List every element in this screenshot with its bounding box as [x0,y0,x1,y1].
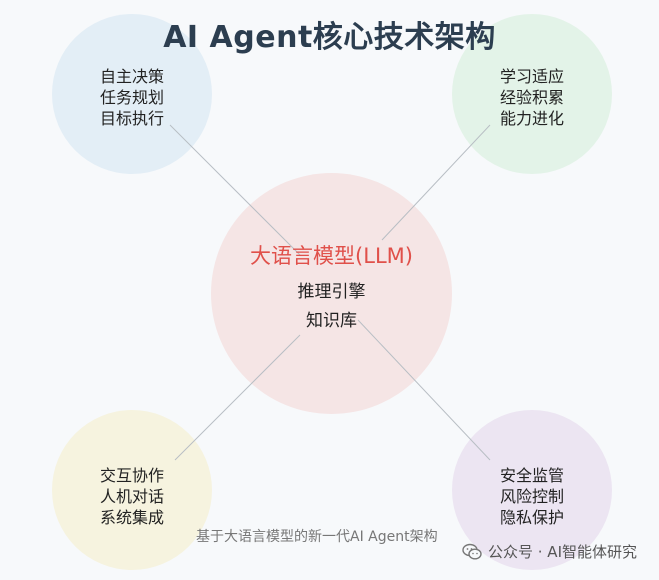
node-top-right: 学习适应 经验积累 能力进化 [452,66,612,129]
node-label: 学习适应 [499,67,564,86]
top-left-circle [52,14,212,174]
center-circle [211,173,452,414]
node-label: 隐私保护 [499,508,564,527]
node-label: 风险控制 [499,487,564,506]
top-right-circle [452,14,612,174]
caption: 基于大语言模型的新一代AI Agent架构 [196,529,438,545]
node-top-left: 自主决策 任务规划 目标执行 [52,66,212,129]
bottom-right-circle [452,410,612,570]
node-label: 人机对话 [99,487,164,506]
node-label: 目标执行 [99,109,164,128]
connector-bottom-left [174,334,301,461]
node-label: 经验积累 [499,88,564,107]
center-title: 大语言模型(LLM) [250,244,413,268]
wechat-icon [462,543,482,560]
connector-top-right [381,124,491,241]
bottom-left-circle [52,410,212,570]
node-label: 能力进化 [499,109,564,128]
node-bottom-left: 交互协作 人机对话 系统集成 [52,465,212,528]
diagram-title: AI Agent核心技术架构 [163,20,496,55]
watermark-text: 公众号 · AI智能体研究 [488,543,637,561]
node-label: 自主决策 [99,67,164,86]
node-label: 交互协作 [99,466,164,485]
watermark: 公众号 · AI智能体研究 [462,541,637,562]
connector-bottom-right [357,319,491,461]
node-label: 任务规划 [99,88,164,107]
center-line: 知识库 [306,311,357,331]
node-bottom-right: 安全监管 风险控制 隐私保护 [452,465,612,528]
node-label: 系统集成 [99,508,164,527]
center-line: 推理引擎 [297,282,366,302]
node-label: 安全监管 [499,466,564,485]
connector-top-left [169,124,301,256]
